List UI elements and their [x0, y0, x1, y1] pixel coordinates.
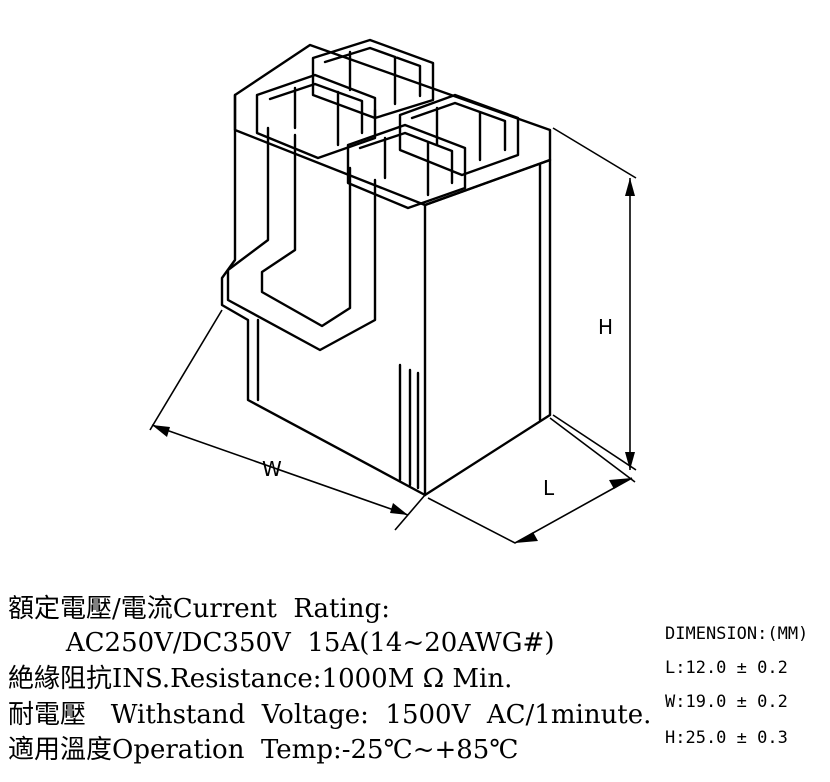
width-label: W — [262, 457, 282, 481]
dimension-title: DIMENSION:(MM) — [665, 624, 809, 644]
cavity-3 — [398, 93, 520, 177]
dimension-height: H:25.0 ± 0.3 — [665, 728, 788, 748]
cavity-1 — [311, 38, 435, 120]
length-label: L — [543, 476, 555, 500]
housing-left-face — [220, 93, 427, 497]
housing-top-face — [233, 43, 552, 207]
spec-insulation-resistance: 絶緣阻抗INS.Resistance:1000M Ω Min. — [8, 664, 513, 694]
height-extension-bottom — [552, 414, 637, 471]
width-extension-right — [394, 494, 426, 531]
height-extension-top — [552, 127, 637, 179]
spec-voltage-current-values: AC250V/DC350V 15A(14~20AWG#) — [8, 628, 555, 658]
spec-operation-temperature: 適用溫度Operation Temp:-25℃~+85℃ — [8, 735, 519, 765]
cavity-4 — [346, 123, 467, 210]
cavity-2 — [255, 73, 377, 160]
spec-withstand-voltage: 耐電壓 Withstand Voltage: 1500V AC/1minute. — [8, 700, 652, 730]
connector-housing-drawing: H W L — [149, 38, 637, 544]
length-extension — [549, 417, 636, 483]
length-dimension-line — [427, 477, 633, 544]
height-label: H — [598, 315, 613, 339]
housing-right-face — [423, 158, 552, 497]
spec-current-rating: 額定電壓/電流Current Rating: — [8, 594, 390, 624]
dimension-width: W:19.0 ± 0.2 — [665, 692, 788, 712]
dimension-length: L:12.0 ± 0.2 — [665, 658, 788, 678]
latch-arm — [226, 126, 377, 352]
width-dimension-line — [151, 424, 409, 516]
width-extension-left — [149, 309, 223, 431]
